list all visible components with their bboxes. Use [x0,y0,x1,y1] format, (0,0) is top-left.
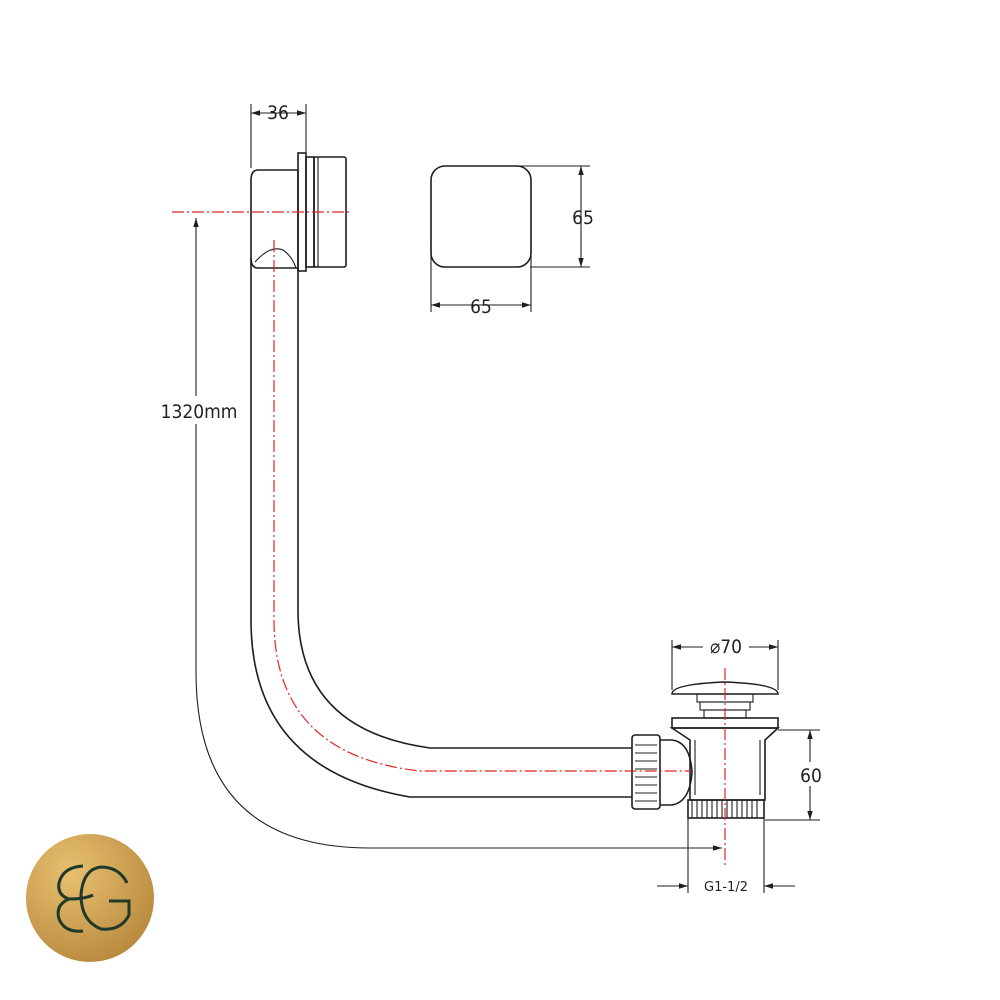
logo-disc [26,834,154,962]
dim-thread-label: G1-1/2 [704,880,748,895]
dim-plate-height: 65 [500,165,594,268]
logo-monogram-icon [56,864,131,933]
dim-waste-diameter: ⌀70 [671,636,779,690]
dim-waste-height-label: 60 [800,765,822,787]
dim-waste-diameter-label: ⌀70 [710,636,742,658]
dim-plate-height-label: 65 [572,207,594,229]
overflow-cover-plate [430,165,532,268]
brand-logo [26,834,154,962]
dim-pipe-length-label: 1320mm [161,401,238,423]
centerlines [172,211,726,865]
dim-pipe-length: 1320mm [160,218,722,851]
dim-plate-width: 65 [430,240,532,318]
overflow-pipe [250,258,632,798]
dim-waste-height: 60 [765,729,824,821]
dim-thread: G1-1/2 [657,818,795,895]
dim-overflow-depth-label: 36 [267,102,289,124]
waste-assembly [631,681,781,819]
dim-plate-width-label: 65 [470,296,492,318]
dim-overflow-depth: 36 [250,102,307,168]
